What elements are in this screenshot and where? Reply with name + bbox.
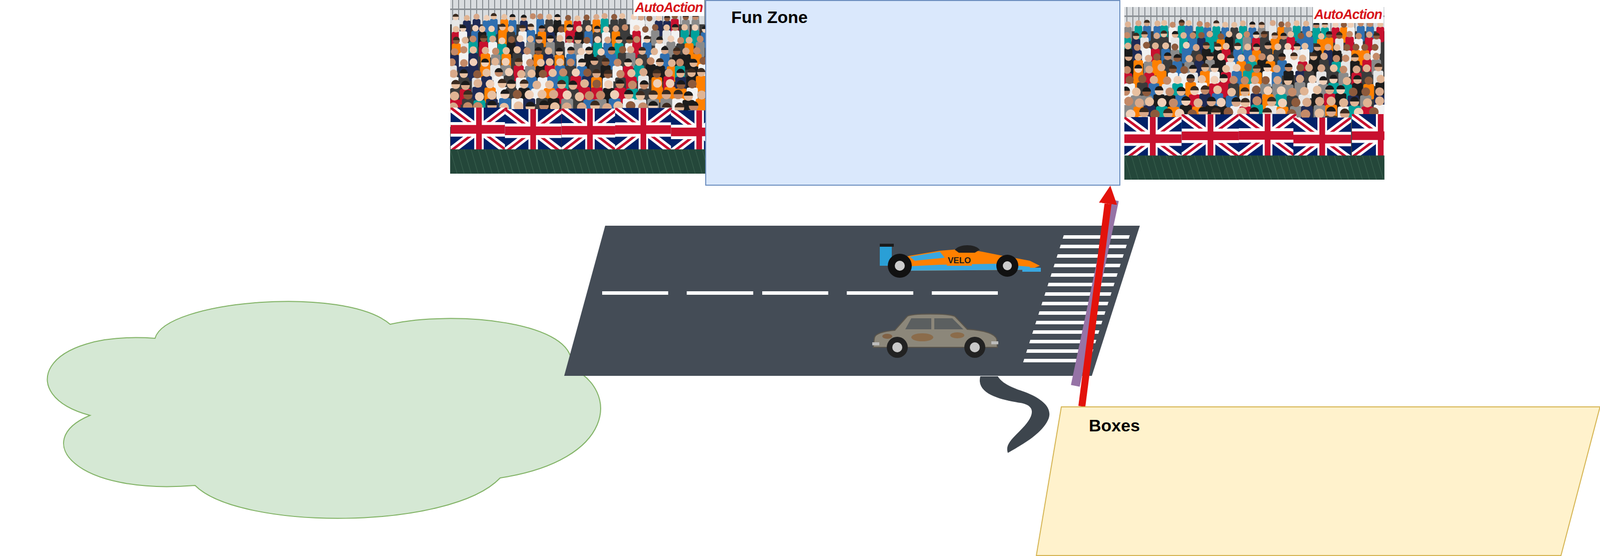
f1-car bbox=[879, 243, 1041, 278]
crowd-photo bbox=[1119, 7, 1410, 180]
watermark: AutoAction bbox=[1312, 7, 1384, 24]
road bbox=[564, 225, 1140, 376]
crosswalk bbox=[1023, 235, 1130, 363]
watermark: AutoAction bbox=[633, 0, 705, 17]
car-logo: VELO bbox=[946, 256, 972, 266]
crosswalk-stripe bbox=[1050, 273, 1118, 277]
arrow-connector bbox=[1081, 203, 1108, 407]
crosswalk-stripe bbox=[1053, 263, 1121, 268]
crosswalk-stripe bbox=[1056, 254, 1124, 258]
flag bbox=[1123, 117, 1182, 161]
crosswalk-stripe bbox=[1044, 292, 1112, 296]
lane-dashes bbox=[602, 291, 998, 295]
flag bbox=[504, 109, 562, 153]
node-label: Boxes bbox=[1088, 415, 1590, 436]
old-car bbox=[872, 314, 999, 359]
flag bbox=[1351, 114, 1410, 158]
node-label: Fun Zone bbox=[731, 7, 1110, 28]
flag bbox=[450, 107, 508, 152]
crosswalk-stripe bbox=[1047, 282, 1115, 287]
crowd-photo bbox=[446, 0, 728, 174]
cloud-shape bbox=[47, 301, 601, 518]
photo-frame bbox=[1119, 7, 1410, 180]
flag bbox=[1293, 117, 1352, 161]
photo-frame bbox=[446, 0, 728, 174]
exhaust-smoke bbox=[979, 376, 1050, 453]
flag bbox=[561, 108, 619, 153]
flag bbox=[1238, 114, 1297, 158]
crosswalk-stripe bbox=[1062, 235, 1130, 239]
zone-box: Fun Zone bbox=[705, 0, 1121, 186]
flag bbox=[1181, 114, 1240, 158]
crosswalk-stripe bbox=[1059, 244, 1127, 249]
flag bbox=[615, 107, 672, 152]
area-parallelogram: Boxes bbox=[1035, 406, 1600, 556]
